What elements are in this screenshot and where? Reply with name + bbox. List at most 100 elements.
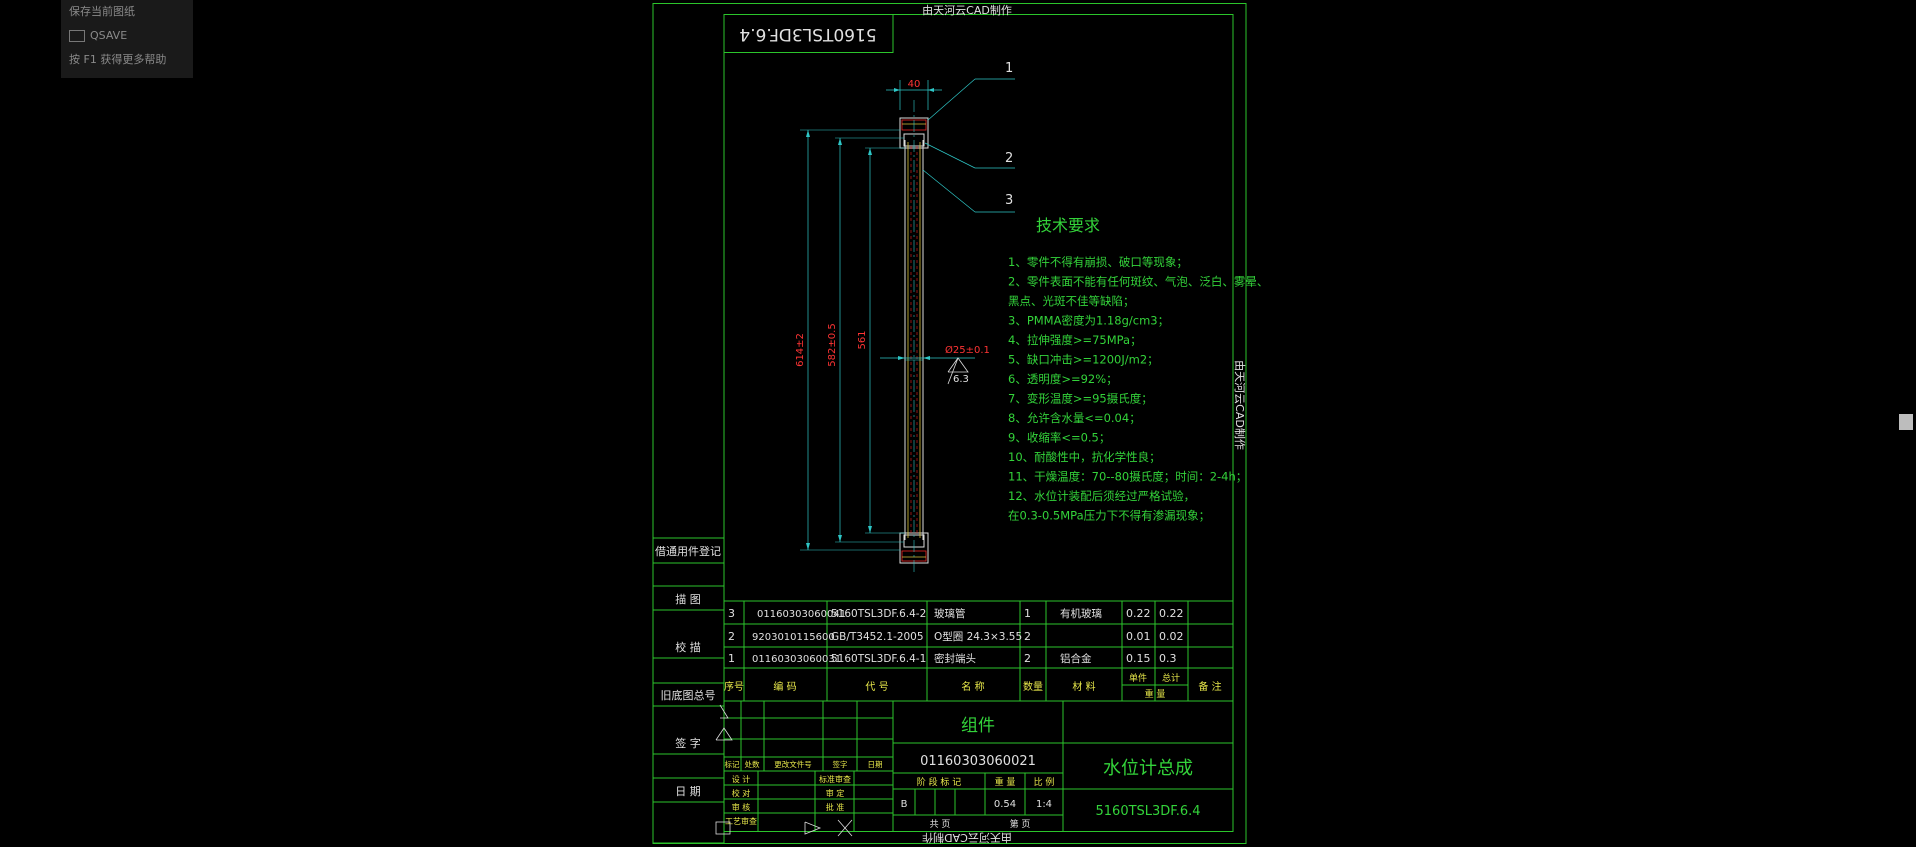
bom-header-no: 序号 <box>724 680 744 693</box>
dimensions: 40 614±2 582±0.5 561 Ø25±0.1 6.3 <box>795 79 990 551</box>
tooltip-title: 保存当前图纸 <box>69 5 135 18</box>
weight-value: 0.54 <box>994 799 1016 810</box>
roughness-symbol <box>947 357 969 373</box>
tech-line-13: 12、水位计装配后须经过严格试验， <box>1008 489 1195 503</box>
sheet-total: 共 页 <box>930 819 951 830</box>
bom-row1-material: 铝合金 <box>1060 652 1092 665</box>
bom-row2-total: 0.02 <box>1159 630 1184 643</box>
bom-row2-unit: 0.01 <box>1126 630 1151 643</box>
label-old-number: 旧底图总号 <box>661 688 716 702</box>
bom-header-name: 名 称 <box>961 680 984 693</box>
bom-header-total: 总计 <box>1162 672 1180 684</box>
bom-header-qty: 数量 <box>1023 680 1043 693</box>
tooltip-command: QSAVE <box>61 24 193 48</box>
save-icon <box>69 30 85 42</box>
part-balloons: 1 2 3 <box>922 61 1015 213</box>
title-block: 标记 处数 更改文件号 签字 日期 设 计 标准审查 校 对 审 定 审 核 批… <box>715 700 1233 837</box>
scale-header: 比 例 <box>1034 776 1055 788</box>
tech-line-7: 6、透明度>=92%； <box>1008 372 1118 386</box>
bom-row3-code: 01160303060041 <box>757 609 846 620</box>
bom-header-weight: 重 量 <box>1145 688 1166 700</box>
mirror-code: 5160TSL3DF.6.4 <box>739 24 876 44</box>
bom-row3-unit: 0.22 <box>1126 607 1151 620</box>
balloon-1: 1 <box>1005 61 1013 76</box>
tech-line-8: 7、变形温度>=95摄氏度； <box>1008 392 1153 406</box>
bom-row3-drawing: 5160TSL3DF.6.4-2 <box>831 608 926 620</box>
bom-row3-total: 0.22 <box>1159 607 1184 620</box>
bom-row2-drawing: GB/T3452.1-2005 <box>831 631 924 643</box>
tech-title: 技术要求 <box>1036 216 1100 235</box>
bom-row3-no: 3 <box>728 607 735 620</box>
tech-line-5: 4、拉伸强度>=75MPa； <box>1008 333 1142 347</box>
tech-line-9: 8、允许含水量<=0.04； <box>1008 411 1141 425</box>
sign-check: 校 对 <box>732 788 751 798</box>
tech-line-10: 9、收缩率<=0.5； <box>1008 431 1110 445</box>
bom-row1-unit: 0.15 <box>1126 652 1151 665</box>
label-borrow: 借通用件登记 <box>655 544 721 558</box>
drawing-number: 5160TSL3DF.6.4 <box>1096 804 1201 819</box>
bom-row2-no: 2 <box>728 630 735 643</box>
left-registration-column: 借通用件登记 描 图 校 描 旧底图总号 签 字 日 期 <box>652 537 725 844</box>
sign-approve: 批 准 <box>826 802 845 812</box>
watermark-side: 由天河云CAD制作 <box>1233 360 1247 450</box>
dim-inner: 561 <box>857 330 868 349</box>
rev-h-date: 日期 <box>868 760 883 769</box>
watermark-bottom: 由天河云CAD制作 <box>922 831 1012 845</box>
rev-h-file: 更改文件号 <box>774 759 812 769</box>
bom-row1-total: 0.3 <box>1159 652 1177 665</box>
sign-review: 审 核 <box>732 802 751 812</box>
bom-row1-name: 密封端头 <box>934 652 976 665</box>
outer-frame <box>652 3 1247 844</box>
bom-row2-qty: 2 <box>1024 630 1031 643</box>
label-date: 日 期 <box>675 785 701 798</box>
mirror-code-box <box>723 14 894 53</box>
technical-requirements: 技术要求 1、零件不得有崩损、破口等现象； 2、零件表面不能有任何斑纹、气泡、泛… <box>1008 216 1268 523</box>
sign-approve-final: 审 定 <box>826 788 845 798</box>
dim-total: 614±2 <box>795 333 806 367</box>
label-tracing: 描 图 <box>675 592 701 606</box>
vertical-scrollbar-thumb[interactable] <box>1899 414 1913 430</box>
bom-row1-drawing: 5160TSL3DF.6.4-1 <box>831 653 926 665</box>
tech-line-2: 2、零件表面不能有任何斑纹、气泡、泛白、雾晕、 <box>1008 275 1268 289</box>
tech-line-1: 1、零件不得有崩损、破口等现象； <box>1008 255 1188 269</box>
rev-h-count: 处数 <box>745 759 760 769</box>
part-name: 水位计总成 <box>1103 758 1193 779</box>
inner-frame <box>723 14 1234 832</box>
balloon-3: 3 <box>1005 193 1013 208</box>
stage-value: B <box>901 799 908 810</box>
weight-header: 重 量 <box>995 776 1016 788</box>
sheet-no: 第 页 <box>1010 818 1031 830</box>
watermark-top: 由天河云CAD制作 <box>922 3 1012 17</box>
tech-line-3: 黑点、光斑不佳等缺陷； <box>1008 294 1135 308</box>
sign-design: 设 计 <box>732 774 751 784</box>
bom-table: 3 01160303060041 5160TSL3DF.6.4-2 玻璃管 1 … <box>724 600 1233 702</box>
part-type: 组件 <box>961 716 995 736</box>
scale-value: 1:4 <box>1036 799 1052 810</box>
sign-process: 工艺审查 <box>725 816 757 826</box>
bom-row3-name: 玻璃管 <box>934 607 966 620</box>
stage-header: 阶 段 标 记 <box>917 776 962 788</box>
dim-diameter: Ø25±0.1 <box>945 344 990 356</box>
tech-line-12: 11、干燥温度：70--80摄氏度；时间：2-4h； <box>1008 470 1247 484</box>
label-sign: 签 字 <box>675 736 701 750</box>
tech-line-14: 在0.3-0.5MPa压力下不得有渗漏现象； <box>1008 509 1210 523</box>
bom-row1-code: 01160303060031 <box>752 654 841 665</box>
tech-line-6: 5、缺口冲击>=1200J/m2； <box>1008 353 1159 367</box>
sign-std-review: 标准审查 <box>819 774 851 784</box>
bom-header-code: 编 码 <box>773 680 796 693</box>
label-check-tracing: 校 描 <box>675 640 701 654</box>
bom-row2-name: O型圈 24.3×3.55 <box>934 630 1022 643</box>
bom-row2-code: 9203010115600 <box>752 632 835 643</box>
dim-width: 40 <box>908 79 921 90</box>
bom-header-drawing: 代 号 <box>865 681 888 693</box>
roughness-value: 6.3 <box>953 374 969 385</box>
tech-line-11: 10、耐酸性中，抗化学性良； <box>1008 450 1161 464</box>
balloon-2: 2 <box>1005 151 1013 166</box>
bom-header-single: 单件 <box>1129 672 1147 684</box>
bom-row3-qty: 1 <box>1024 607 1031 620</box>
command-tooltip: 保存当前图纸 QSAVE 按 F1 获得更多帮助 <box>61 0 193 78</box>
rev-h-sign: 签字 <box>833 759 848 769</box>
bom-header-material: 材 料 <box>1072 680 1095 693</box>
part-drawing <box>899 100 929 575</box>
